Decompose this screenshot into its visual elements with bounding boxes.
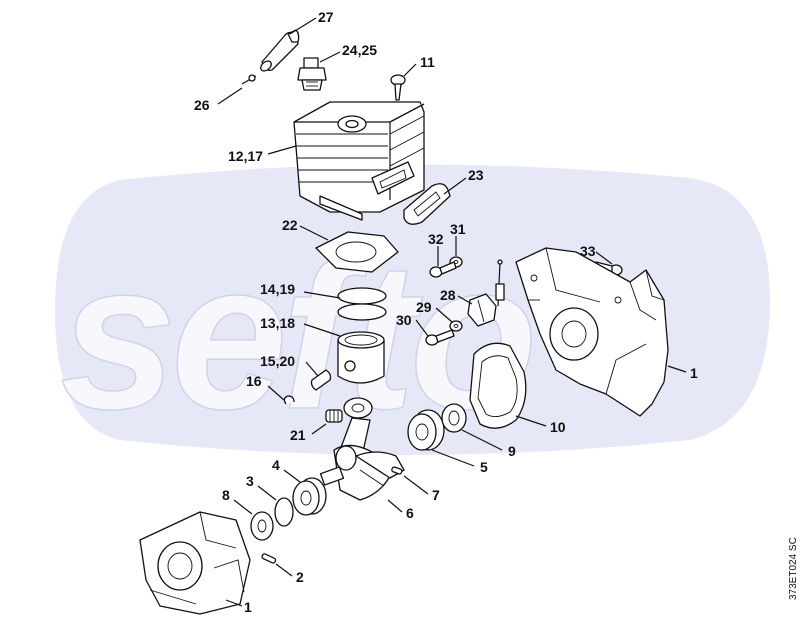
needle-cage: [325, 409, 343, 423]
piston: [337, 331, 385, 384]
callout-5: 5: [480, 459, 488, 475]
screw-30: [425, 329, 455, 346]
callout-15-20: 15,20: [260, 353, 295, 369]
piston-pin: [310, 369, 332, 391]
callout-16: 16: [246, 373, 262, 389]
callout-27: 27: [318, 9, 334, 25]
rod-pin: [495, 259, 505, 307]
callout-12-17: 12,17: [228, 148, 263, 164]
oil-seal-right: [441, 403, 467, 433]
cylinder-gasket: [315, 231, 399, 273]
callout-14-19: 14,19: [260, 281, 295, 297]
callout-32: 32: [428, 231, 444, 247]
callout-8: 8: [222, 487, 230, 503]
spark-plug-boot: [260, 29, 300, 72]
washer-29: [449, 320, 463, 332]
callout-10: 10: [550, 419, 566, 435]
callout-23: 23: [468, 167, 484, 183]
callout-26: 26: [194, 97, 210, 113]
callout-22: 22: [282, 217, 298, 233]
dowel-pin: [261, 553, 277, 564]
callout-6: 6: [406, 505, 414, 521]
ball-bearing-left: [292, 477, 327, 516]
callout-30: 30: [396, 312, 412, 328]
callout-11: 11: [420, 54, 435, 70]
callout-1-bottom: 1: [244, 599, 252, 615]
cylinder: [293, 101, 425, 221]
callout-1-right: 1: [690, 365, 698, 381]
woodruff-key: [391, 466, 403, 475]
spark-plug: [297, 57, 327, 91]
leader-lines: [217, 17, 687, 607]
crankcase-half-right: [515, 247, 669, 417]
callout-4: 4: [272, 457, 280, 473]
callout-28: 28: [440, 287, 456, 303]
ball-bearing-right: [407, 409, 445, 451]
callout-7: 7: [432, 487, 440, 503]
callout-29: 29: [416, 299, 432, 315]
callout-24-25: 24,25: [342, 42, 377, 58]
exhaust-gasket: [403, 183, 451, 225]
callout-labels: 27 24,25 11 26 12,17 23 22 31 32 33 14,1…: [194, 9, 698, 615]
cylinder-screw: [390, 74, 406, 101]
piston-rings: [337, 287, 387, 321]
callout-21: 21: [290, 427, 306, 443]
crankcase-half-left: [139, 511, 251, 615]
callout-13-18: 13,18: [260, 315, 295, 331]
bearing-circlip: [274, 497, 294, 527]
diagram-code: 373ET024 SC: [788, 537, 799, 600]
circlip: [283, 395, 295, 405]
callout-2: 2: [296, 569, 304, 585]
callout-33: 33: [580, 243, 596, 259]
oil-seal-left: [250, 511, 274, 541]
callout-3: 3: [246, 473, 254, 489]
callout-9: 9: [508, 443, 516, 459]
impulse-fitting: [467, 293, 497, 327]
crankcase-gasket: [469, 342, 527, 429]
terminal-pin: [241, 74, 257, 85]
callout-31: 31: [450, 221, 466, 237]
crankshaft: [319, 397, 405, 501]
screw-32: [429, 261, 457, 278]
